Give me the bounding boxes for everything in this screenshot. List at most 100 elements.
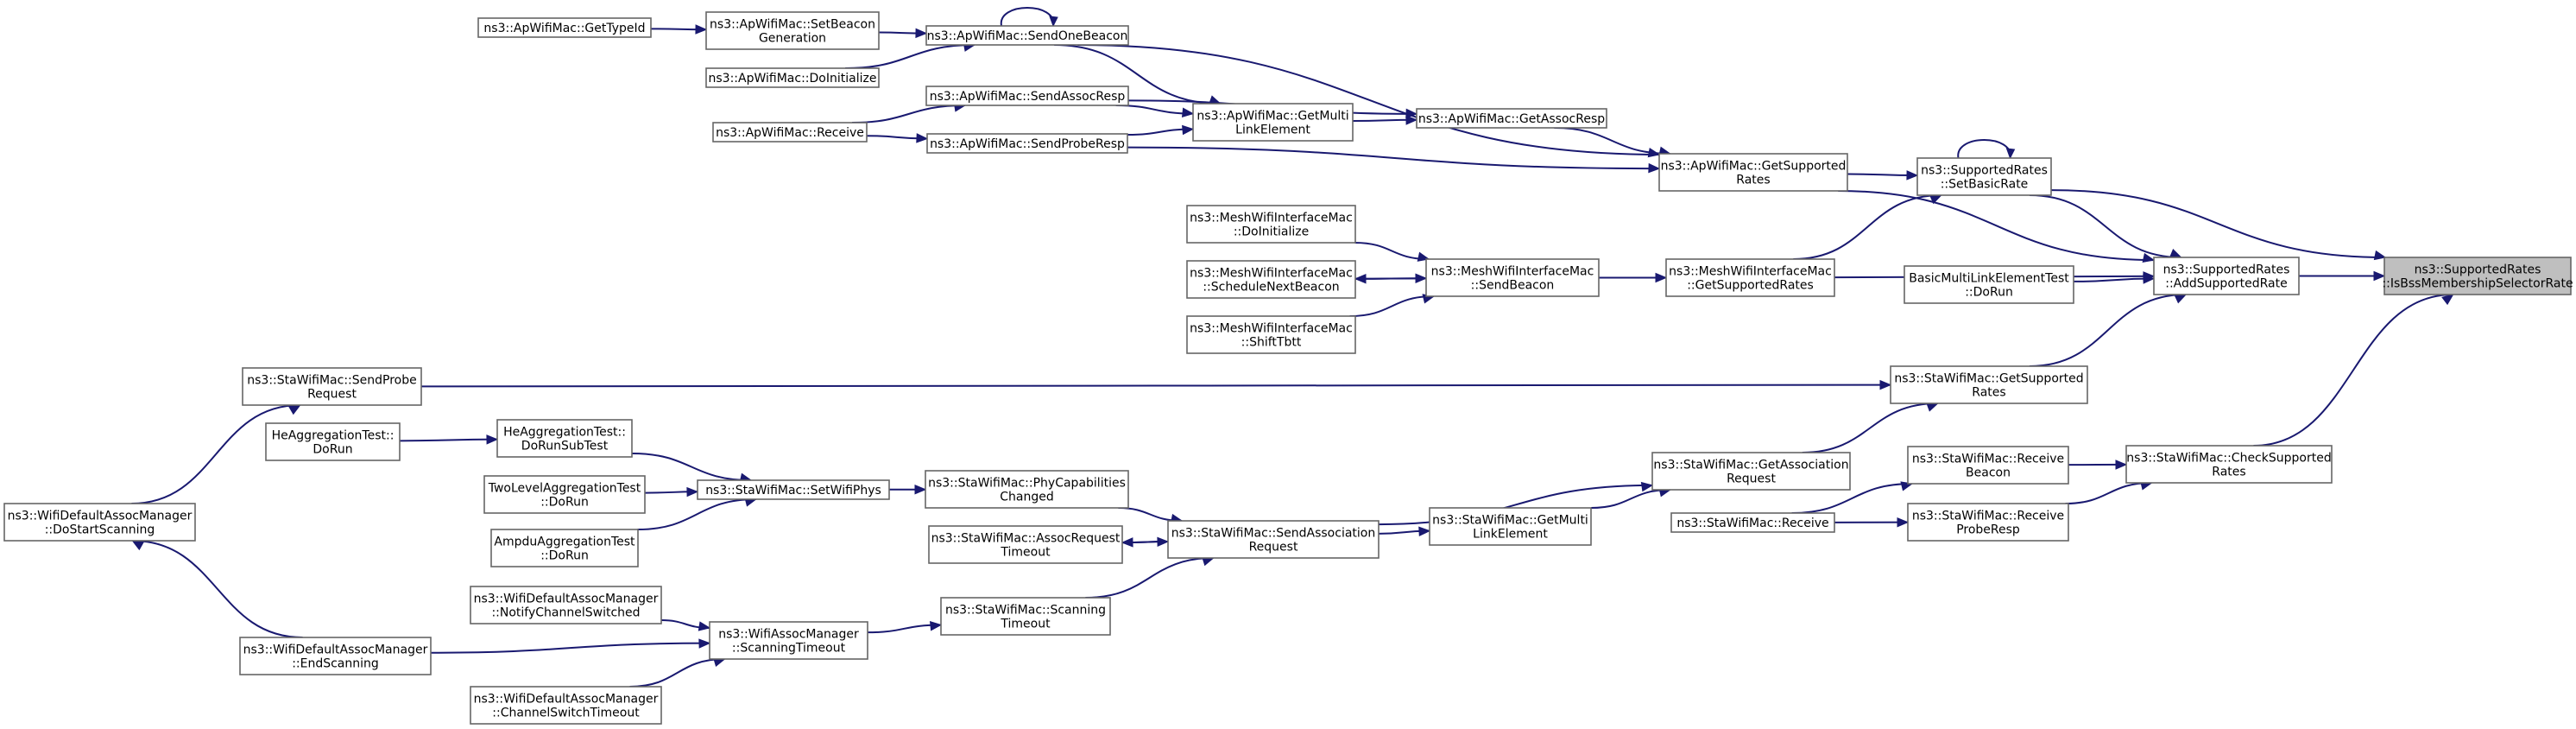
- node-scantimeout[interactable]: ns3::StaWifiMac::ScanningTimeout: [940, 597, 1111, 636]
- arrowhead-getassocreq-to-stagetsupp: [1926, 402, 1939, 412]
- node-isbss[interactable]: ns3::SupportedRates::IsBssMembershipSele…: [2382, 257, 2573, 295]
- node-label-apsetbeacongen-line-1: Generation: [759, 32, 826, 46]
- edge-endscan-to-wamscan: [430, 642, 710, 654]
- edge-getassocreq-to-stagetsupp: [1802, 403, 1938, 453]
- arrowhead-sendassocreq-to-getassocreq: [1640, 481, 1654, 492]
- edge-heaggsub-to-setwifiphys: [631, 453, 752, 481]
- node-label-meshshift-line-1: ::ShiftTbtt: [1241, 336, 1302, 350]
- node-apreceive[interactable]: ns3::ApWifiMac::Receive: [712, 122, 868, 143]
- node-box-ampdu: [490, 529, 639, 567]
- node-box-isbss: [2383, 257, 2572, 295]
- node-label-apreceive-line-0: ns3::ApWifiMac::Receive: [716, 126, 864, 140]
- arrowhead-self-loop-apsendonebeacon: [1049, 16, 1058, 28]
- node-apgetsupp[interactable]: ns3::ApWifiMac::GetSupportedRates: [1658, 153, 1848, 192]
- node-endscan[interactable]: ns3::WifiDefaultAssocManager::EndScannin…: [239, 637, 432, 675]
- node-heaggsub[interactable]: HeAggregationTest::DoRunSubTest: [496, 419, 633, 458]
- node-twolevel[interactable]: TwoLevelAggregationTest::DoRun: [483, 475, 646, 514]
- node-box-apgetmulti: [1192, 103, 1354, 142]
- arrowhead-addsupp-to-isbss: [2373, 270, 2386, 282]
- node-chswitch[interactable]: ns3::WifiDefaultAssocManager::ChannelSwi…: [470, 686, 662, 725]
- node-dostartscan[interactable]: ns3::WifiDefaultAssocManager::DoStartSca…: [3, 503, 196, 542]
- edge-apreceive-to-apsendassocresp: [852, 105, 965, 124]
- node-meshdoinit[interactable]: ns3::MeshWifiInterfaceMac::DoInitialize: [1186, 205, 1356, 244]
- node-box-assoctimeout: [928, 525, 1123, 564]
- node-meshsched[interactable]: ns3::MeshWifiInterfaceMac::ScheduleNextB…: [1186, 260, 1356, 299]
- edge-apsendonebeacon-to-apgetmulti: [1054, 44, 1221, 105]
- arrowhead-endscan-to-wamscan: [698, 638, 711, 649]
- edge-recvprobe-to-checksupp: [2065, 482, 2152, 504]
- node-setwifiphys[interactable]: ns3::StaWifiMac::SetWifiPhys: [697, 479, 890, 500]
- node-box-meshsched: [1186, 260, 1356, 299]
- node-apdoinit[interactable]: ns3::ApWifiMac::DoInitialize: [705, 67, 880, 88]
- node-box-addsupp: [2153, 257, 2300, 295]
- node-apgetassocresp[interactable]: ns3::ApWifiMac::GetAssocResp: [1416, 108, 1607, 129]
- node-stareceive[interactable]: ns3::StaWifiMac::Receive: [1670, 512, 1835, 533]
- node-addsupp[interactable]: ns3::SupportedRates::AddSupportedRate: [2153, 257, 2300, 295]
- node-label-stagetsupp-line-0: ns3::StaWifiMac::GetSupported: [1894, 372, 2083, 386]
- arrowhead-checksupp-to-isbss: [2441, 294, 2454, 306]
- node-label-getassocreq-line-1: Request: [1727, 472, 1776, 486]
- node-box-meshsendbeacon: [1425, 258, 1600, 297]
- edge-meshdoinit-to-meshsendbeacon: [1354, 242, 1430, 260]
- arrowhead-sendassocreq-to-stagetmulti: [1418, 526, 1431, 537]
- arrowhead-dostartscan-to-sendprobereq: [287, 404, 301, 415]
- node-label-apgetassocresp-line-0: ns3::ApWifiMac::GetAssocResp: [1418, 112, 1605, 126]
- node-label-apgetsupp-line-1: Rates: [1736, 174, 1770, 187]
- node-heaggrun[interactable]: HeAggregationTest::DoRun: [265, 422, 401, 461]
- node-wamscan[interactable]: ns3::WifiAssocManager::ScanningTimeout: [709, 621, 868, 660]
- node-label-chswitch-line-1: ::ChannelSwitchTimeout: [492, 707, 640, 720]
- node-stagetsupp[interactable]: ns3::StaWifiMac::GetSupportedRates: [1890, 365, 2088, 404]
- node-label-stagetsupp-line-1: Rates: [1972, 386, 2005, 400]
- node-box-meshshift: [1186, 315, 1356, 354]
- arrowhead-apgetmulti-to-apgetassocresp: [1405, 115, 1418, 125]
- node-label-ampdu-line-0: AmpduAggregationTest: [494, 536, 635, 549]
- node-label-endscan-line-1: ::EndScanning: [292, 657, 379, 671]
- node-label-meshgetsupp-line-1: ::GetSupportedRates: [1687, 279, 1814, 293]
- node-label-apsendonebeacon-line-0: ns3::ApWifiMac::SendOneBeacon: [927, 29, 1128, 43]
- node-label-assoctimeout-line-1: Timeout: [1000, 546, 1051, 560]
- node-notifych[interactable]: ns3::WifiDefaultAssocManager::NotifyChan…: [470, 586, 662, 624]
- edge-meshgetsupp-to-setbasic: [1793, 194, 1941, 260]
- node-label-wamscan-line-0: ns3::WifiAssocManager: [718, 628, 859, 642]
- node-label-twolevel-line-1: ::DoRun: [540, 496, 589, 510]
- node-label-heaggsub-line-0: HeAggregationTest::: [503, 426, 626, 440]
- node-label-sendassocreq-line-1: Request: [1249, 541, 1298, 555]
- node-label-scantimeout-line-0: ns3::StaWifiMac::Scanning: [945, 604, 1106, 618]
- node-label-meshdoinit-line-0: ns3::MeshWifiInterfaceMac: [1190, 212, 1353, 225]
- node-meshshift[interactable]: ns3::MeshWifiInterfaceMac::ShiftTbtt: [1186, 315, 1356, 354]
- node-meshgetsupp[interactable]: ns3::MeshWifiInterfaceMac::GetSupportedR…: [1665, 258, 1835, 297]
- arrowhead-apgetsupp-to-addsupp: [2142, 252, 2156, 263]
- node-apgettypeid[interactable]: ns3::ApWifiMac::GetTypeId: [477, 17, 652, 38]
- node-apsendproberesp[interactable]: ns3::ApWifiMac::SendProbeResp: [926, 133, 1128, 154]
- node-box-sendprobereq: [242, 367, 422, 406]
- edge-wamscan-to-scantimeout: [867, 624, 942, 634]
- node-label-stagetmulti-line-0: ns3::StaWifiMac::GetMulti: [1432, 514, 1588, 528]
- node-label-checksupp-line-0: ns3::StaWifiMac::CheckSupported: [2126, 452, 2331, 466]
- node-label-twolevel-line-0: TwoLevelAggregationTest: [488, 482, 641, 496]
- node-meshsendbeacon[interactable]: ns3::MeshWifiInterfaceMac::SendBeacon: [1425, 258, 1600, 297]
- node-apsendonebeacon[interactable]: ns3::ApWifiMac::SendOneBeacon: [925, 25, 1129, 46]
- node-basicmulti[interactable]: BasicMultiLinkElementTest::DoRun: [1904, 265, 2074, 304]
- edge-dostartscan-to-sendprobereq: [131, 404, 300, 504]
- node-label-recvbeacon-line-1: Beacon: [1966, 466, 2011, 480]
- arrowhead-sendprobereq-to-stagetsupp: [1879, 379, 1892, 390]
- node-box-stagetmulti: [1429, 507, 1592, 546]
- node-setbasic[interactable]: ns3::SupportedRates::SetBasicRate: [1916, 157, 2052, 196]
- node-label-getassocreq-line-0: ns3::StaWifiMac::GetAssociation: [1653, 459, 1848, 472]
- node-apsendassocresp[interactable]: ns3::ApWifiMac::SendAssocResp: [925, 86, 1129, 106]
- node-layer: ns3::SupportedRates::IsBssMembershipSele…: [3, 11, 2573, 725]
- node-ampdu[interactable]: AmpduAggregationTest::DoRun: [490, 529, 639, 567]
- arrowhead-setwifiphys-to-phycap: [914, 484, 927, 495]
- node-box-phycap: [925, 470, 1129, 509]
